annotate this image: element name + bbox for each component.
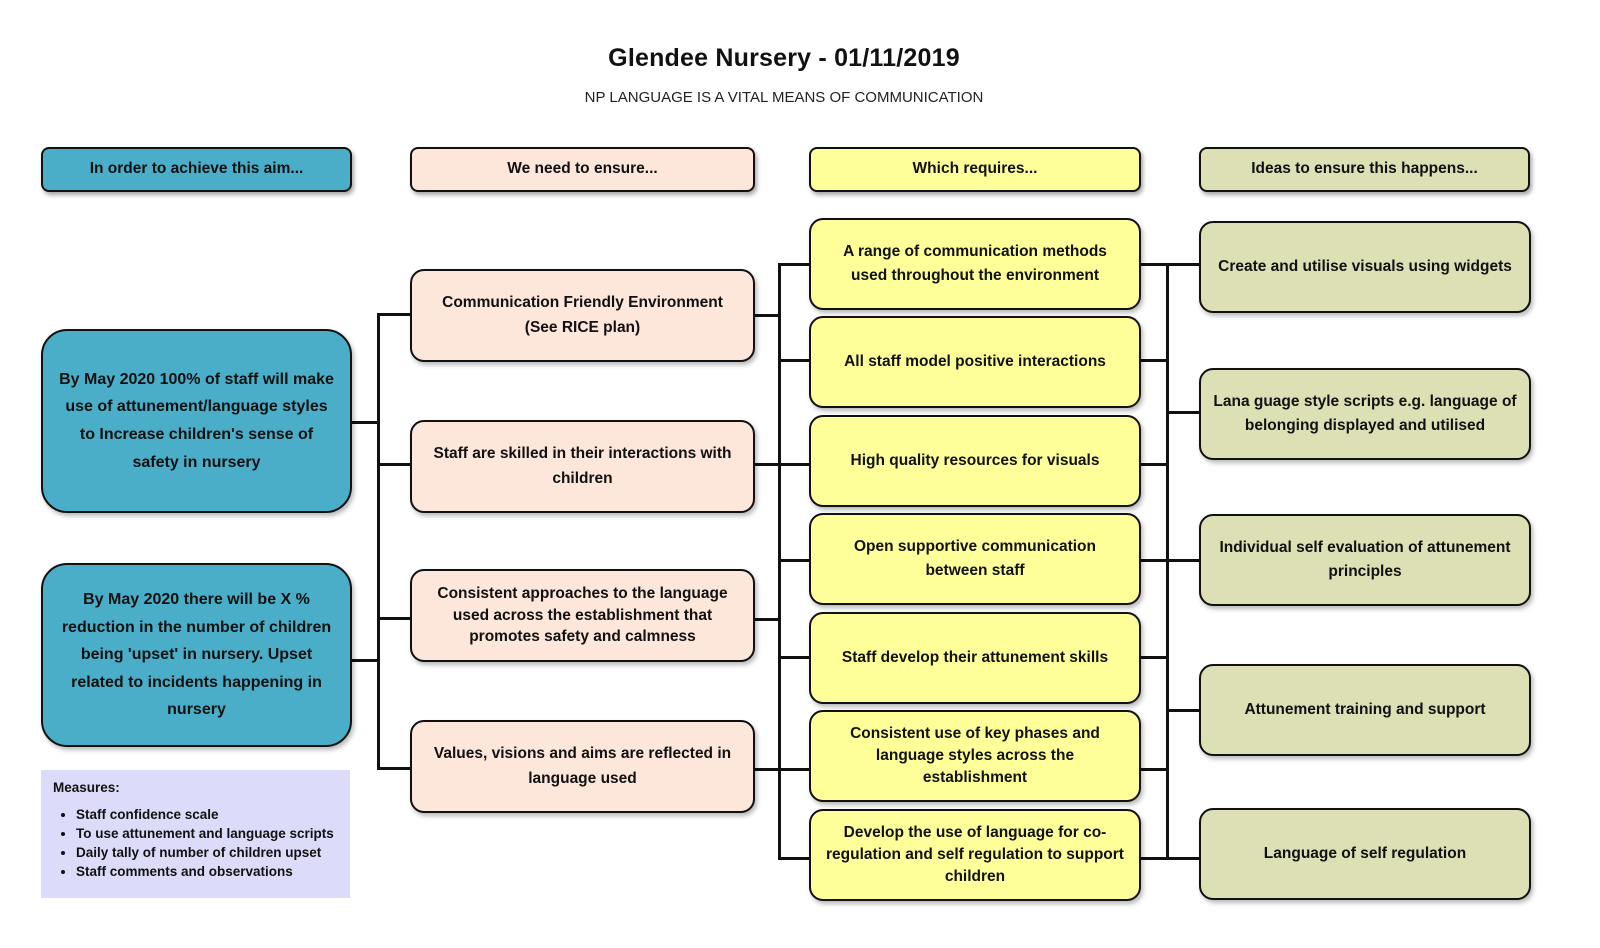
requires-box: Develop the use of language for co-regul…: [809, 809, 1141, 901]
ensure-box: Communication Friendly Environment (See …: [410, 269, 755, 362]
header-ideas: Ideas to ensure this happens...: [1199, 147, 1530, 192]
measures-panel: Measures: Staff confidence scale To use …: [41, 770, 350, 898]
idea-box: Create and utilise visuals using widgets: [1199, 221, 1531, 313]
requires-box: Open supportive communication between st…: [809, 513, 1141, 605]
ensure-box: Consistent approaches to the language us…: [410, 569, 755, 662]
idea-box: Language of self regulation: [1199, 808, 1531, 900]
aim-box: By May 2020 100% of staff will make use …: [41, 329, 352, 513]
diagram-title: Glendee Nursery - 01/11/2019: [608, 44, 960, 72]
aim-box: By May 2020 there will be X % reduction …: [41, 563, 352, 747]
requires-box: A range of communication methods used th…: [809, 218, 1141, 310]
requires-box: Staff develop their attunement skills: [809, 612, 1141, 704]
diagram-subtitle: NP LANGUAGE IS A VITAL MEANS OF COMMUNIC…: [584, 89, 984, 106]
idea-box: Lana guage style scripts e.g. language o…: [1199, 368, 1531, 460]
idea-box: Individual self evaluation of attunement…: [1199, 514, 1531, 606]
ensure-box: Values, visions and aims are reflected i…: [410, 720, 755, 813]
measures-item: Staff comments and observations: [76, 862, 338, 881]
requires-box: Consistent use of key phases and languag…: [809, 710, 1141, 802]
idea-box: Attunement training and support: [1199, 664, 1531, 756]
header-ensure: We need to ensure...: [410, 147, 755, 192]
measures-item: To use attunement and language scripts: [76, 824, 338, 843]
measures-item: Daily tally of number of children upset: [76, 843, 338, 862]
measures-list: Staff confidence scale To use attunement…: [53, 805, 338, 881]
requires-box: All staff model positive interactions: [809, 316, 1141, 408]
measures-item: Staff confidence scale: [76, 805, 338, 824]
ensure-box: Staff are skilled in their interactions …: [410, 420, 755, 513]
requires-box: High quality resources for visuals: [809, 415, 1141, 507]
header-aim: In order to achieve this aim...: [41, 147, 352, 192]
header-requires: Which requires...: [809, 147, 1141, 192]
measures-title: Measures:: [53, 780, 120, 795]
